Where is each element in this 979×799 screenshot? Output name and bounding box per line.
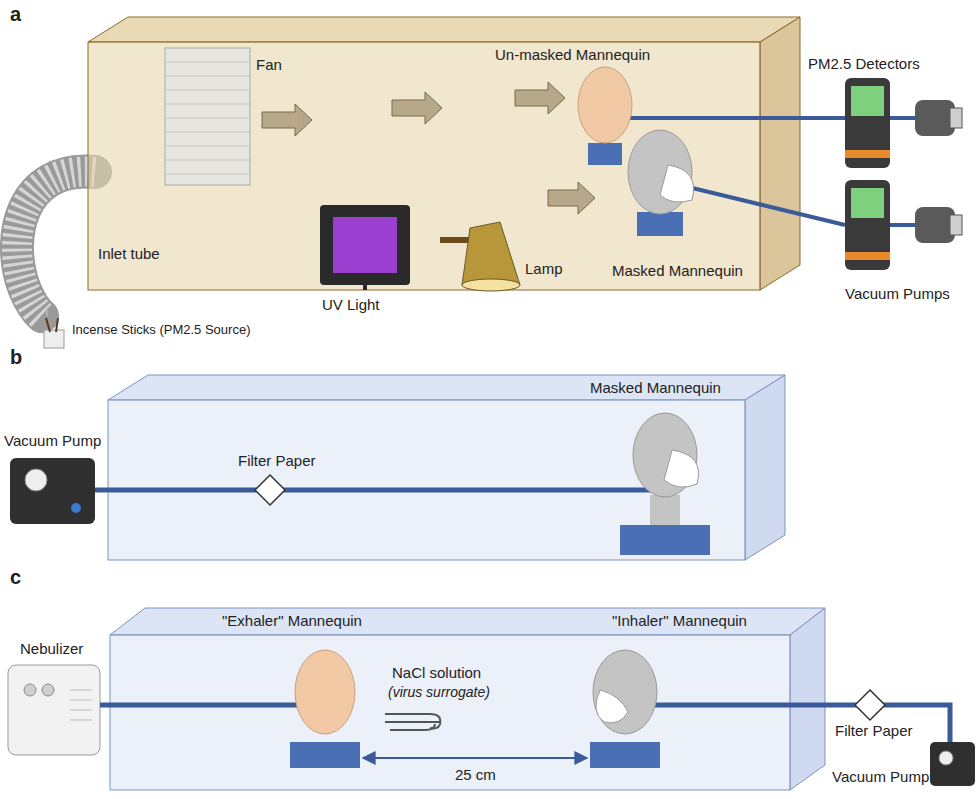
vacuum-pump-b (10, 458, 95, 524)
exhaler-mannequin (290, 650, 360, 768)
part-label: 25 cm (455, 766, 496, 784)
part-label: Nebulizer (20, 640, 83, 658)
part-label: Lamp (525, 260, 563, 278)
part-label: Incense Sticks (PM2.5 Source) (72, 322, 250, 338)
nebulizer (8, 665, 100, 755)
aerosol-tubes (100, 705, 950, 742)
pm25-detectors (845, 78, 890, 270)
masked-mannequin (628, 130, 694, 236)
part-label: PM2.5 Detectors (808, 55, 920, 73)
part-label: (virus surrogate) (388, 684, 490, 701)
part-label: UV Light (322, 296, 380, 314)
airflow-arrows (262, 82, 595, 214)
part-label: Fan (256, 56, 282, 74)
part-label: Inlet tube (98, 245, 160, 263)
distance-arrow (363, 758, 587, 759)
masked-mannequin-b (620, 413, 710, 555)
unmasked-mannequin (578, 67, 632, 165)
inhaler-mannequin (590, 650, 660, 768)
chamber-a (88, 17, 800, 290)
part-label: Masked Mannequin (590, 379, 721, 397)
inlet-tube (17, 172, 95, 316)
lamp (440, 222, 520, 291)
uv-light (320, 205, 410, 290)
part-label: Filter Paper (238, 452, 316, 470)
filter-paper-c (855, 690, 885, 720)
chamber-b (108, 375, 785, 560)
panel-letter: b (10, 345, 22, 369)
part-label: "Exhaler" Mannequin (222, 612, 362, 630)
incense-sticks (44, 306, 64, 348)
part-label: Un-masked Mannequin (495, 46, 650, 64)
vacuum-pump-c (930, 742, 975, 786)
chamber-c (110, 608, 825, 790)
part-label: "Inhaler" Mannequin (612, 612, 747, 630)
panel-letter: a (10, 2, 21, 26)
part-label: Vacuum Pumps (845, 285, 950, 303)
exhaled-flow (385, 714, 440, 730)
part-label: Filter Paper (835, 722, 913, 740)
fan (165, 48, 250, 185)
part-label: Vacuum Pump (4, 432, 101, 450)
part-label: Vacuum Pump (832, 768, 929, 786)
part-label: Masked Mannequin (612, 262, 743, 280)
vacuum-pumps-a (915, 100, 962, 243)
sampling-tube-b (95, 475, 650, 505)
panel-letter: c (10, 565, 21, 589)
part-label: NaCl solution (392, 664, 481, 682)
